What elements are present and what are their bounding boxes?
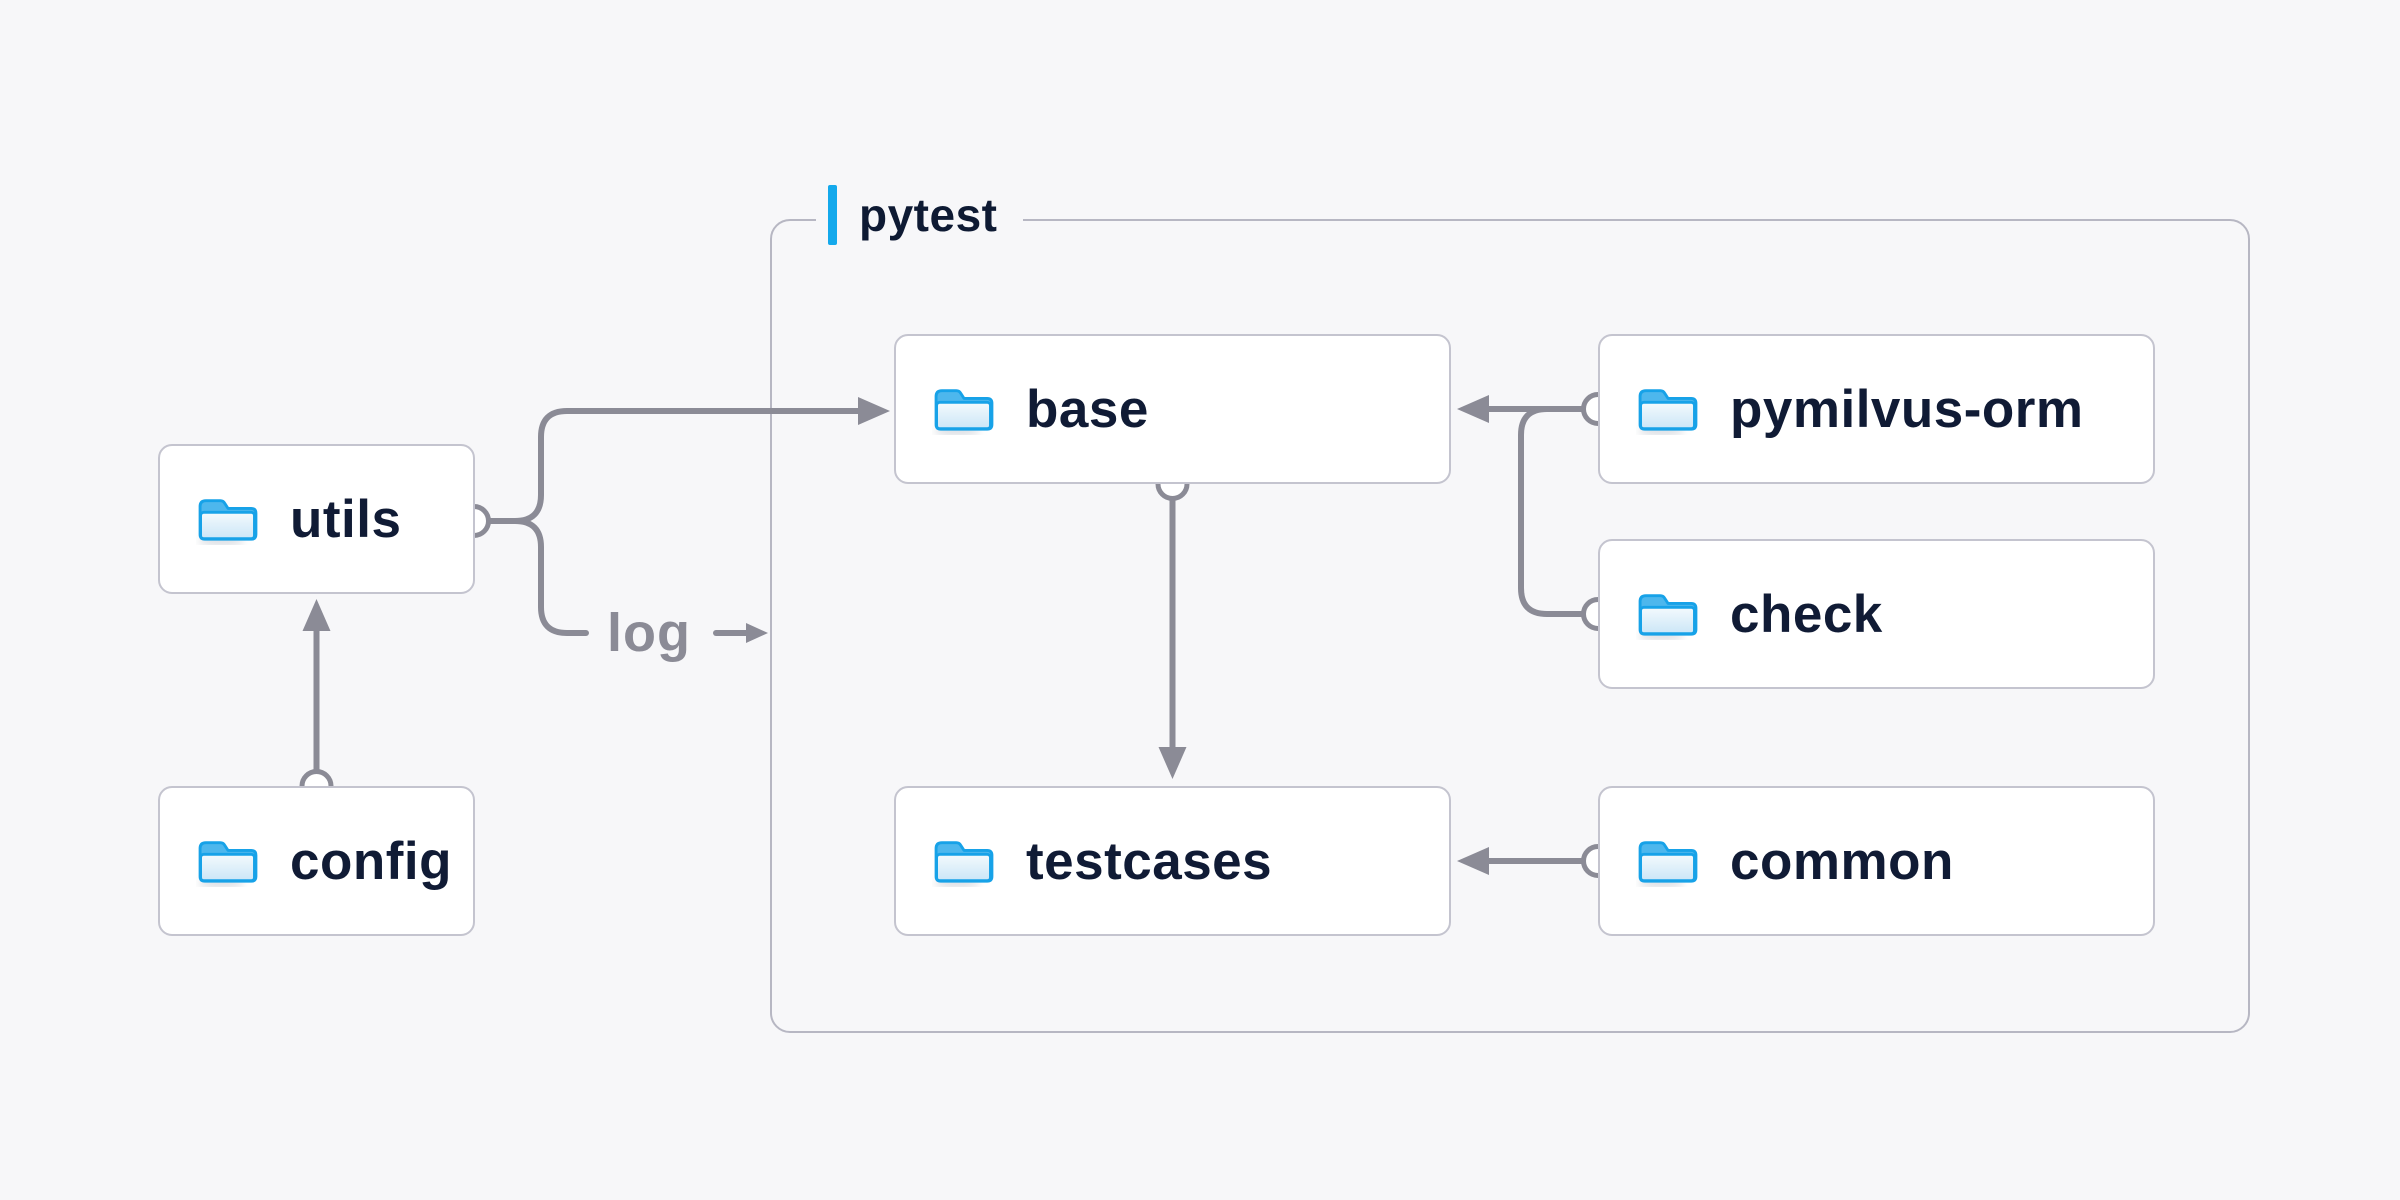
- node-config: config: [158, 786, 475, 936]
- group-label-accent-bar: [828, 185, 837, 245]
- pytest-group-label: pytest: [816, 184, 1024, 246]
- node-testcases: testcases: [894, 786, 1451, 936]
- folder-icon: [198, 499, 258, 545]
- node-label: check: [1730, 584, 1883, 644]
- node-pymilvus-orm: pymilvus-orm: [1598, 334, 2155, 484]
- node-label: config: [290, 831, 452, 891]
- node-label: common: [1730, 831, 1954, 891]
- edge-label-log: log: [607, 603, 691, 663]
- folder-icon: [198, 841, 258, 887]
- node-utils: utils: [158, 444, 475, 594]
- node-label: testcases: [1026, 831, 1273, 891]
- folder-icon: [1638, 594, 1698, 640]
- folder-icon: [934, 389, 994, 435]
- node-label: base: [1026, 379, 1149, 439]
- node-label: pymilvus-orm: [1730, 379, 2084, 439]
- node-common: common: [1598, 786, 2155, 936]
- pytest-group: [770, 219, 2250, 1033]
- arrowhead-log-to-pytest: [746, 623, 768, 643]
- arrowhead-config-to-utils: [302, 599, 331, 631]
- edge-utils-to-log: [486, 518, 589, 636]
- folder-icon: [934, 841, 994, 887]
- node-check: check: [1598, 539, 2155, 689]
- node-label: utils: [290, 489, 402, 549]
- folder-icon: [1638, 841, 1698, 887]
- group-label-text: pytest: [859, 189, 998, 241]
- node-base: base: [894, 334, 1451, 484]
- folder-icon: [1638, 389, 1698, 435]
